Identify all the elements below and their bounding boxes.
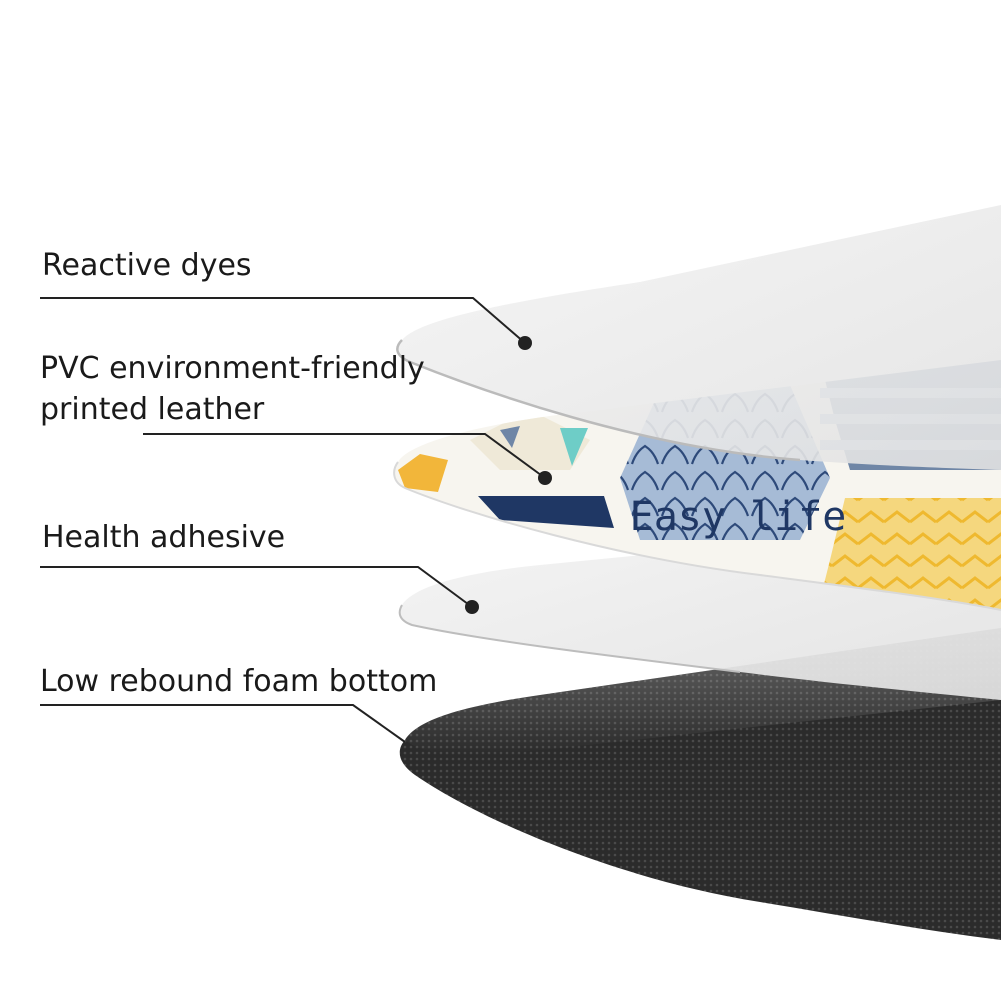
- label-reactive-dyes: Reactive dyes: [42, 248, 252, 283]
- leader-lines: [40, 297, 552, 743]
- leader-adhesive: [40, 566, 473, 608]
- label-pvc-line2: printed leather: [40, 392, 265, 427]
- leader-dot-pvc: [538, 471, 552, 485]
- reactive-dyes-layer: [396, 205, 1001, 470]
- leader-reactive-dyes: [40, 297, 526, 344]
- label-foam-bottom: Low rebound foam bottom: [40, 664, 438, 699]
- leader-dot-adhesive: [465, 600, 479, 614]
- leader-foam: [40, 704, 406, 743]
- leader-dot-reactive-dyes: [518, 336, 532, 350]
- label-health-adhesive: Health adhesive: [42, 520, 286, 555]
- leader-pvc: [143, 433, 546, 479]
- label-pvc-line1: PVC environment-friendly: [40, 351, 425, 386]
- print-text: Easy life: [630, 494, 847, 540]
